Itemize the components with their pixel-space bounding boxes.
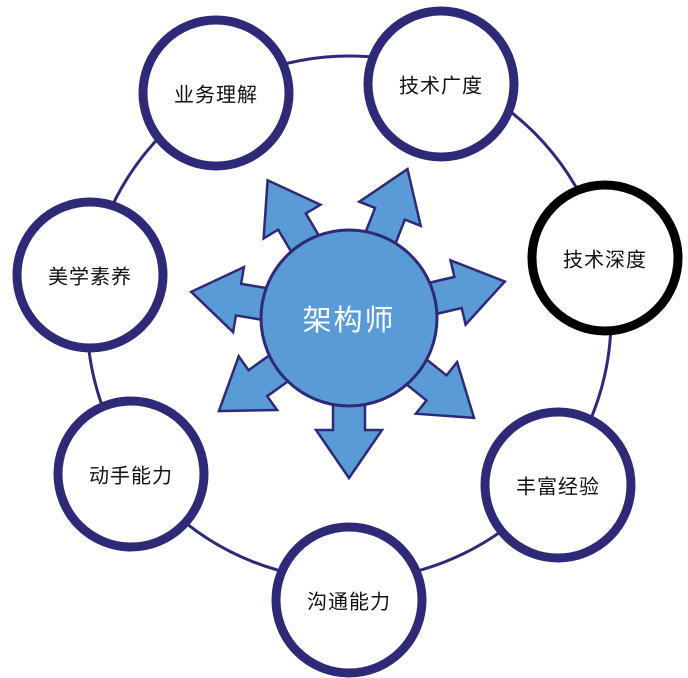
- node-circle-tech-breadth: [363, 6, 519, 162]
- node-circle-tech-depth: [527, 180, 683, 336]
- node-circle-rich-experience: [480, 407, 636, 563]
- node-circle-business-understanding: [138, 15, 294, 171]
- node-label-tech-depth: 技术深度: [563, 247, 647, 272]
- node-circle-communication-ability: [271, 522, 427, 678]
- node-label-hands-on-ability: 动手能力: [89, 463, 173, 488]
- node-label-communication-ability: 沟通能力: [307, 589, 391, 614]
- node-label-tech-breadth: 技术广度: [399, 73, 483, 98]
- center-label: 架构师: [302, 303, 396, 337]
- node-circle-hands-on-ability: [53, 396, 209, 552]
- node-circle-aesthetic-literacy: [12, 197, 168, 353]
- node-label-rich-experience: 丰富经验: [516, 474, 600, 499]
- node-label-business-understanding: 业务理解: [174, 82, 258, 107]
- node-circle-group: [12, 6, 683, 678]
- node-label-aesthetic-literacy: 美学素养: [48, 264, 132, 289]
- center-circle: [259, 228, 439, 408]
